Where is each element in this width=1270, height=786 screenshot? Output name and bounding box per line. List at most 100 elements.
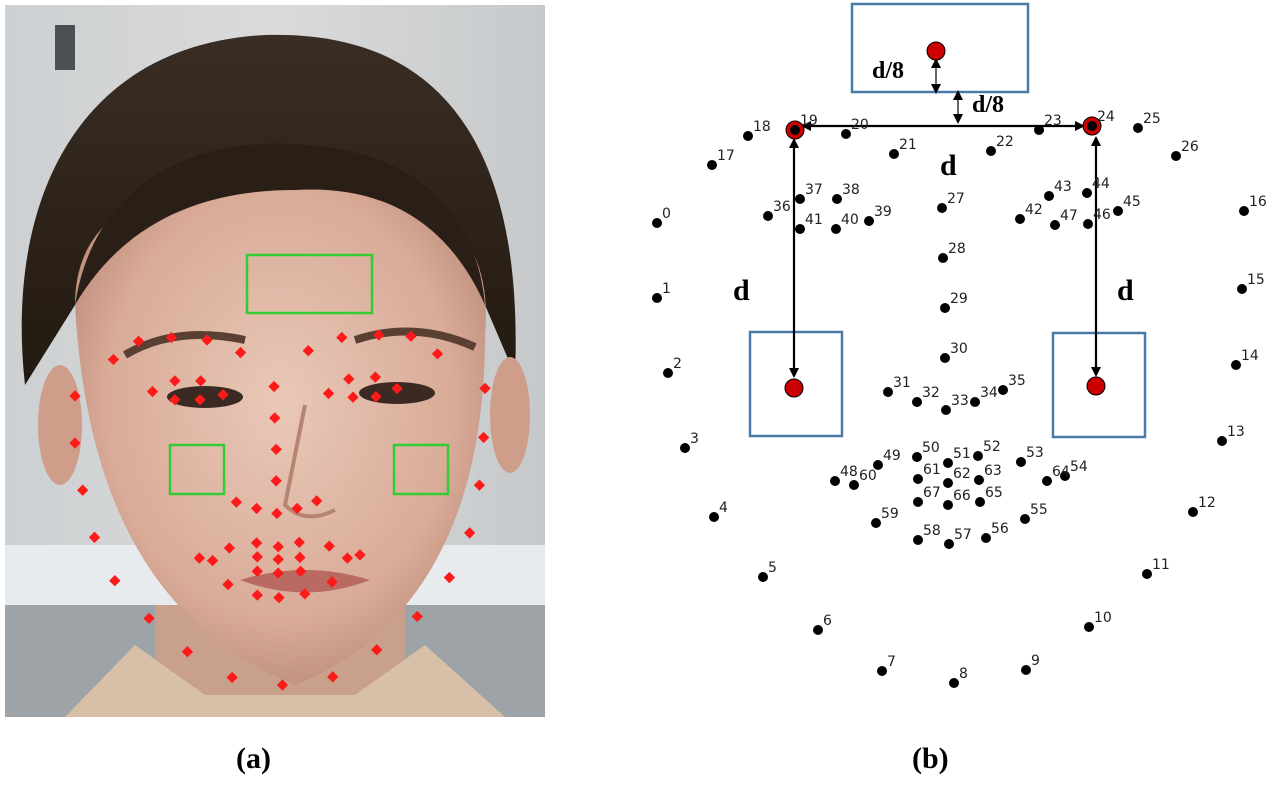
landmark-label-62: 62 — [953, 466, 971, 482]
landmark-point-13 — [1217, 436, 1227, 446]
photo-landmark-12 — [443, 571, 456, 584]
landmark-point-14 — [1231, 360, 1241, 370]
landmark-point-9 — [1021, 665, 1031, 675]
landmark-point-21 — [889, 149, 899, 159]
landmark-point-56 — [981, 533, 991, 543]
landmark-label-2: 2 — [673, 356, 682, 372]
landmark-label-40: 40 — [841, 212, 859, 228]
landmark-point-41 — [795, 224, 805, 234]
face-landmark-markers — [69, 329, 491, 691]
photo-landmark-40 — [194, 394, 206, 406]
landmark-label-23: 23 — [1044, 113, 1062, 129]
landmark-label-20: 20 — [851, 117, 869, 133]
photo-landmark-52 — [293, 536, 305, 549]
forehead-center-point — [926, 41, 946, 61]
landmark-label-11: 11 — [1152, 557, 1170, 573]
photo-landmark-6 — [181, 646, 194, 658]
landmark-point-52 — [973, 451, 983, 461]
landmark-point-46 — [1083, 219, 1093, 229]
landmark-label-60: 60 — [859, 468, 877, 484]
photo-landmark-8 — [276, 679, 289, 691]
photo-landmark-33 — [271, 507, 283, 520]
photo-landmark-56 — [299, 588, 311, 600]
landmark-label-48: 48 — [840, 464, 858, 480]
landmark-label-27: 27 — [947, 191, 965, 207]
landmark-point-1 — [652, 293, 662, 303]
face-skin — [75, 175, 486, 685]
landmark-label-63: 63 — [984, 463, 1002, 479]
landmark-point-54 — [1060, 471, 1070, 481]
landmark-label-25: 25 — [1143, 111, 1161, 127]
photo-landmark-20 — [201, 334, 213, 346]
landmark-point-2 — [663, 368, 673, 378]
landmark-label-37: 37 — [805, 182, 823, 198]
landmark-point-32 — [912, 397, 922, 407]
photo-landmark-64 — [341, 552, 354, 564]
photo-landmark-14 — [473, 479, 486, 491]
landmark-label-18: 18 — [753, 119, 771, 135]
landmark-label-59: 59 — [881, 506, 899, 522]
photo-landmark-62 — [272, 553, 284, 565]
landmark-point-23 — [1034, 125, 1044, 135]
landmark-label-35: 35 — [1008, 373, 1026, 389]
photo-landmark-60 — [206, 554, 219, 567]
landmark-label-39: 39 — [874, 204, 892, 220]
landmark-point-58 — [913, 535, 923, 545]
landmark-label-24: 24 — [1097, 109, 1115, 125]
landmark-point-64 — [1042, 476, 1052, 486]
landmark-point-53 — [1016, 457, 1026, 467]
landmark-label-31: 31 — [893, 375, 911, 391]
photo-landmark-44 — [369, 371, 381, 383]
landmark-label-57: 57 — [954, 527, 972, 543]
landmark-label-17: 17 — [717, 148, 735, 164]
photo-landmark-48 — [193, 552, 205, 564]
photo-landmark-19 — [165, 331, 178, 344]
landmark-point-6 — [813, 625, 823, 635]
right-eyebrow — [353, 327, 477, 351]
landmark-label-51: 51 — [953, 446, 971, 462]
landmark-label-49: 49 — [883, 448, 901, 464]
landmark-label-42: 42 — [1025, 202, 1043, 218]
forehead-roi — [245, 253, 374, 315]
landmark-point-0 — [652, 218, 662, 228]
photo-landmark-42 — [322, 387, 335, 400]
shirt — [65, 645, 505, 717]
landmark-label-1: 1 — [662, 281, 671, 297]
photo-landmark-35 — [311, 495, 323, 507]
landmark-label-16: 16 — [1249, 194, 1267, 210]
photo-landmark-28 — [269, 412, 281, 424]
landmark-point-10 — [1084, 622, 1094, 632]
landmark-label-8: 8 — [959, 666, 968, 682]
landmark-label-33: 33 — [951, 393, 969, 409]
landmark-point-45 — [1113, 206, 1123, 216]
landmark-point-65 — [975, 497, 985, 507]
landmark-label-26: 26 — [1181, 139, 1199, 155]
landmark-label-44: 44 — [1092, 176, 1110, 192]
photo-landmark-67 — [251, 565, 263, 577]
landmark-label-15: 15 — [1247, 272, 1265, 288]
landmark-point-35 — [998, 385, 1008, 395]
photo-landmark-39 — [217, 389, 229, 401]
landmark-point-42 — [1015, 214, 1025, 224]
caption-b: (b) — [912, 742, 949, 775]
landmark-point-27 — [937, 203, 947, 213]
photo-landmark-24 — [373, 329, 385, 341]
landmark-label-53: 53 — [1026, 445, 1044, 461]
landmark-label-7: 7 — [887, 654, 896, 670]
photo-landmark-45 — [391, 382, 403, 395]
landmark-point-61 — [913, 474, 923, 484]
landmark-point-50 — [912, 452, 922, 462]
landmark-point-57 — [944, 539, 954, 549]
offset-label-inner: d/8 — [972, 92, 1004, 118]
photo-landmark-54 — [354, 549, 366, 561]
photo-landmark-26 — [431, 348, 444, 360]
photo-landmark-66 — [272, 567, 284, 579]
left-eyebrow — [122, 331, 246, 359]
landmark-label-14: 14 — [1241, 348, 1259, 364]
landmark-label-47: 47 — [1060, 208, 1078, 224]
photo-landmark-9 — [327, 671, 339, 683]
distance-label-top: d — [940, 149, 957, 182]
landmark-label-46: 46 — [1093, 207, 1111, 223]
landmark-point-43 — [1044, 191, 1054, 201]
